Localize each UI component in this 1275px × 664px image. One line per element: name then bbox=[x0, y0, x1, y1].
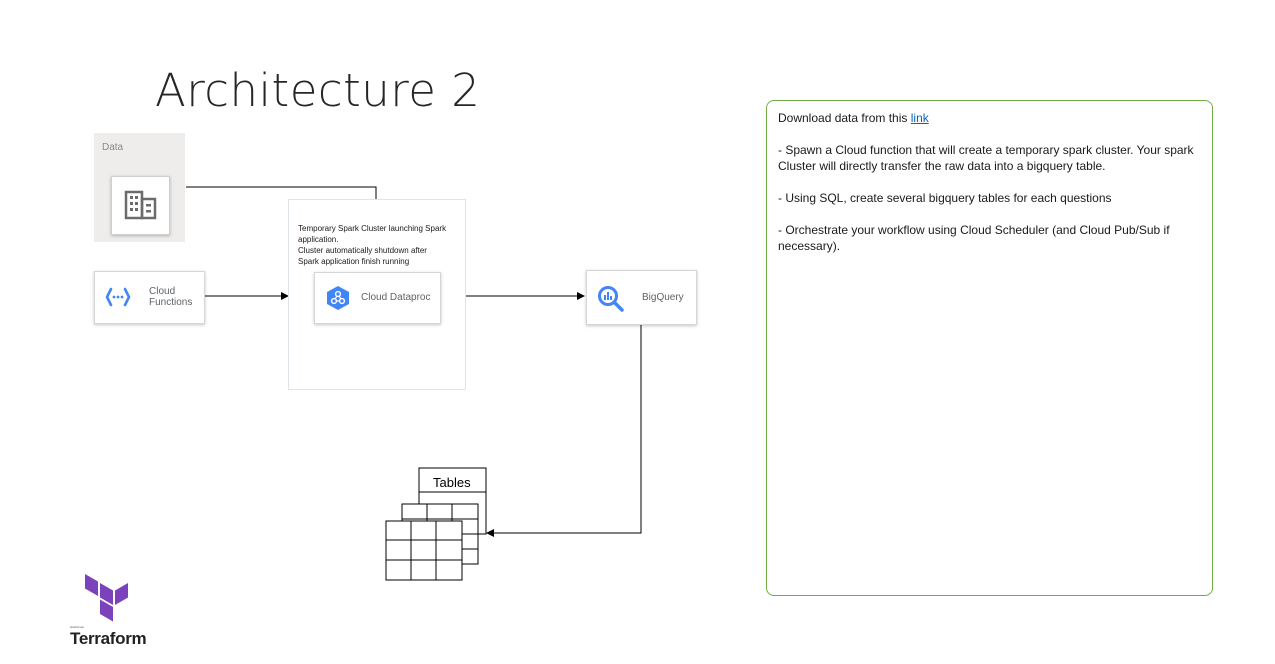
cluster-description-line: Spark application finish running bbox=[298, 257, 410, 266]
bigquery-label: BigQuery bbox=[642, 292, 684, 303]
instruction-sql: - Using SQL, create several bigquery tab… bbox=[778, 191, 1112, 205]
cluster-description-line: application. bbox=[298, 235, 339, 244]
tables-label: Tables bbox=[433, 475, 471, 490]
data-label: Data bbox=[102, 142, 124, 153]
terraform-logo-icon bbox=[85, 574, 128, 622]
terraform-wordmark: Terraform bbox=[70, 629, 147, 648]
slide-title: Architecture 2 bbox=[155, 64, 481, 117]
bigquery-icon bbox=[598, 286, 624, 312]
instructions-panel: Download data from this link - Spawn a C… bbox=[766, 100, 1213, 596]
data-source-box: Data bbox=[94, 133, 185, 242]
dataproc-icon bbox=[327, 286, 349, 310]
bigquery-to-tables-arrow bbox=[486, 324, 642, 537]
building-icon bbox=[124, 190, 157, 220]
dataproc-label: Cloud Dataproc bbox=[361, 292, 431, 303]
instruction-orchestrate: - Orchestrate your workflow using Cloud … bbox=[778, 223, 1170, 253]
cluster-description-line: Cluster automatically shutdown after bbox=[298, 246, 427, 255]
download-link[interactable]: link bbox=[910, 111, 929, 125]
download-text: Download data from this bbox=[778, 111, 911, 125]
instruction-cloud-function: - Spawn a Cloud function that will creat… bbox=[778, 143, 1194, 173]
cloud-dataproc-node: Cloud Dataproc bbox=[314, 272, 441, 324]
data-icon-card bbox=[111, 176, 170, 235]
cloud-functions-node: Cloud Functions bbox=[94, 271, 205, 324]
bigquery-node: BigQuery bbox=[586, 270, 697, 325]
tables-grid-icon bbox=[385, 467, 487, 581]
cluster-description: Temporary Spark Cluster launching Spark … bbox=[298, 223, 463, 267]
download-line: Download data from this link bbox=[778, 110, 1201, 126]
hashicorp-text: HashiCorp bbox=[70, 625, 85, 629]
cloud-functions-label-line2: Functions bbox=[149, 297, 193, 308]
cluster-description-line: Temporary Spark Cluster launching Spark bbox=[298, 224, 447, 233]
cloud-functions-label-line1: Cloud bbox=[149, 286, 176, 297]
cloud-functions-icon bbox=[105, 287, 131, 307]
